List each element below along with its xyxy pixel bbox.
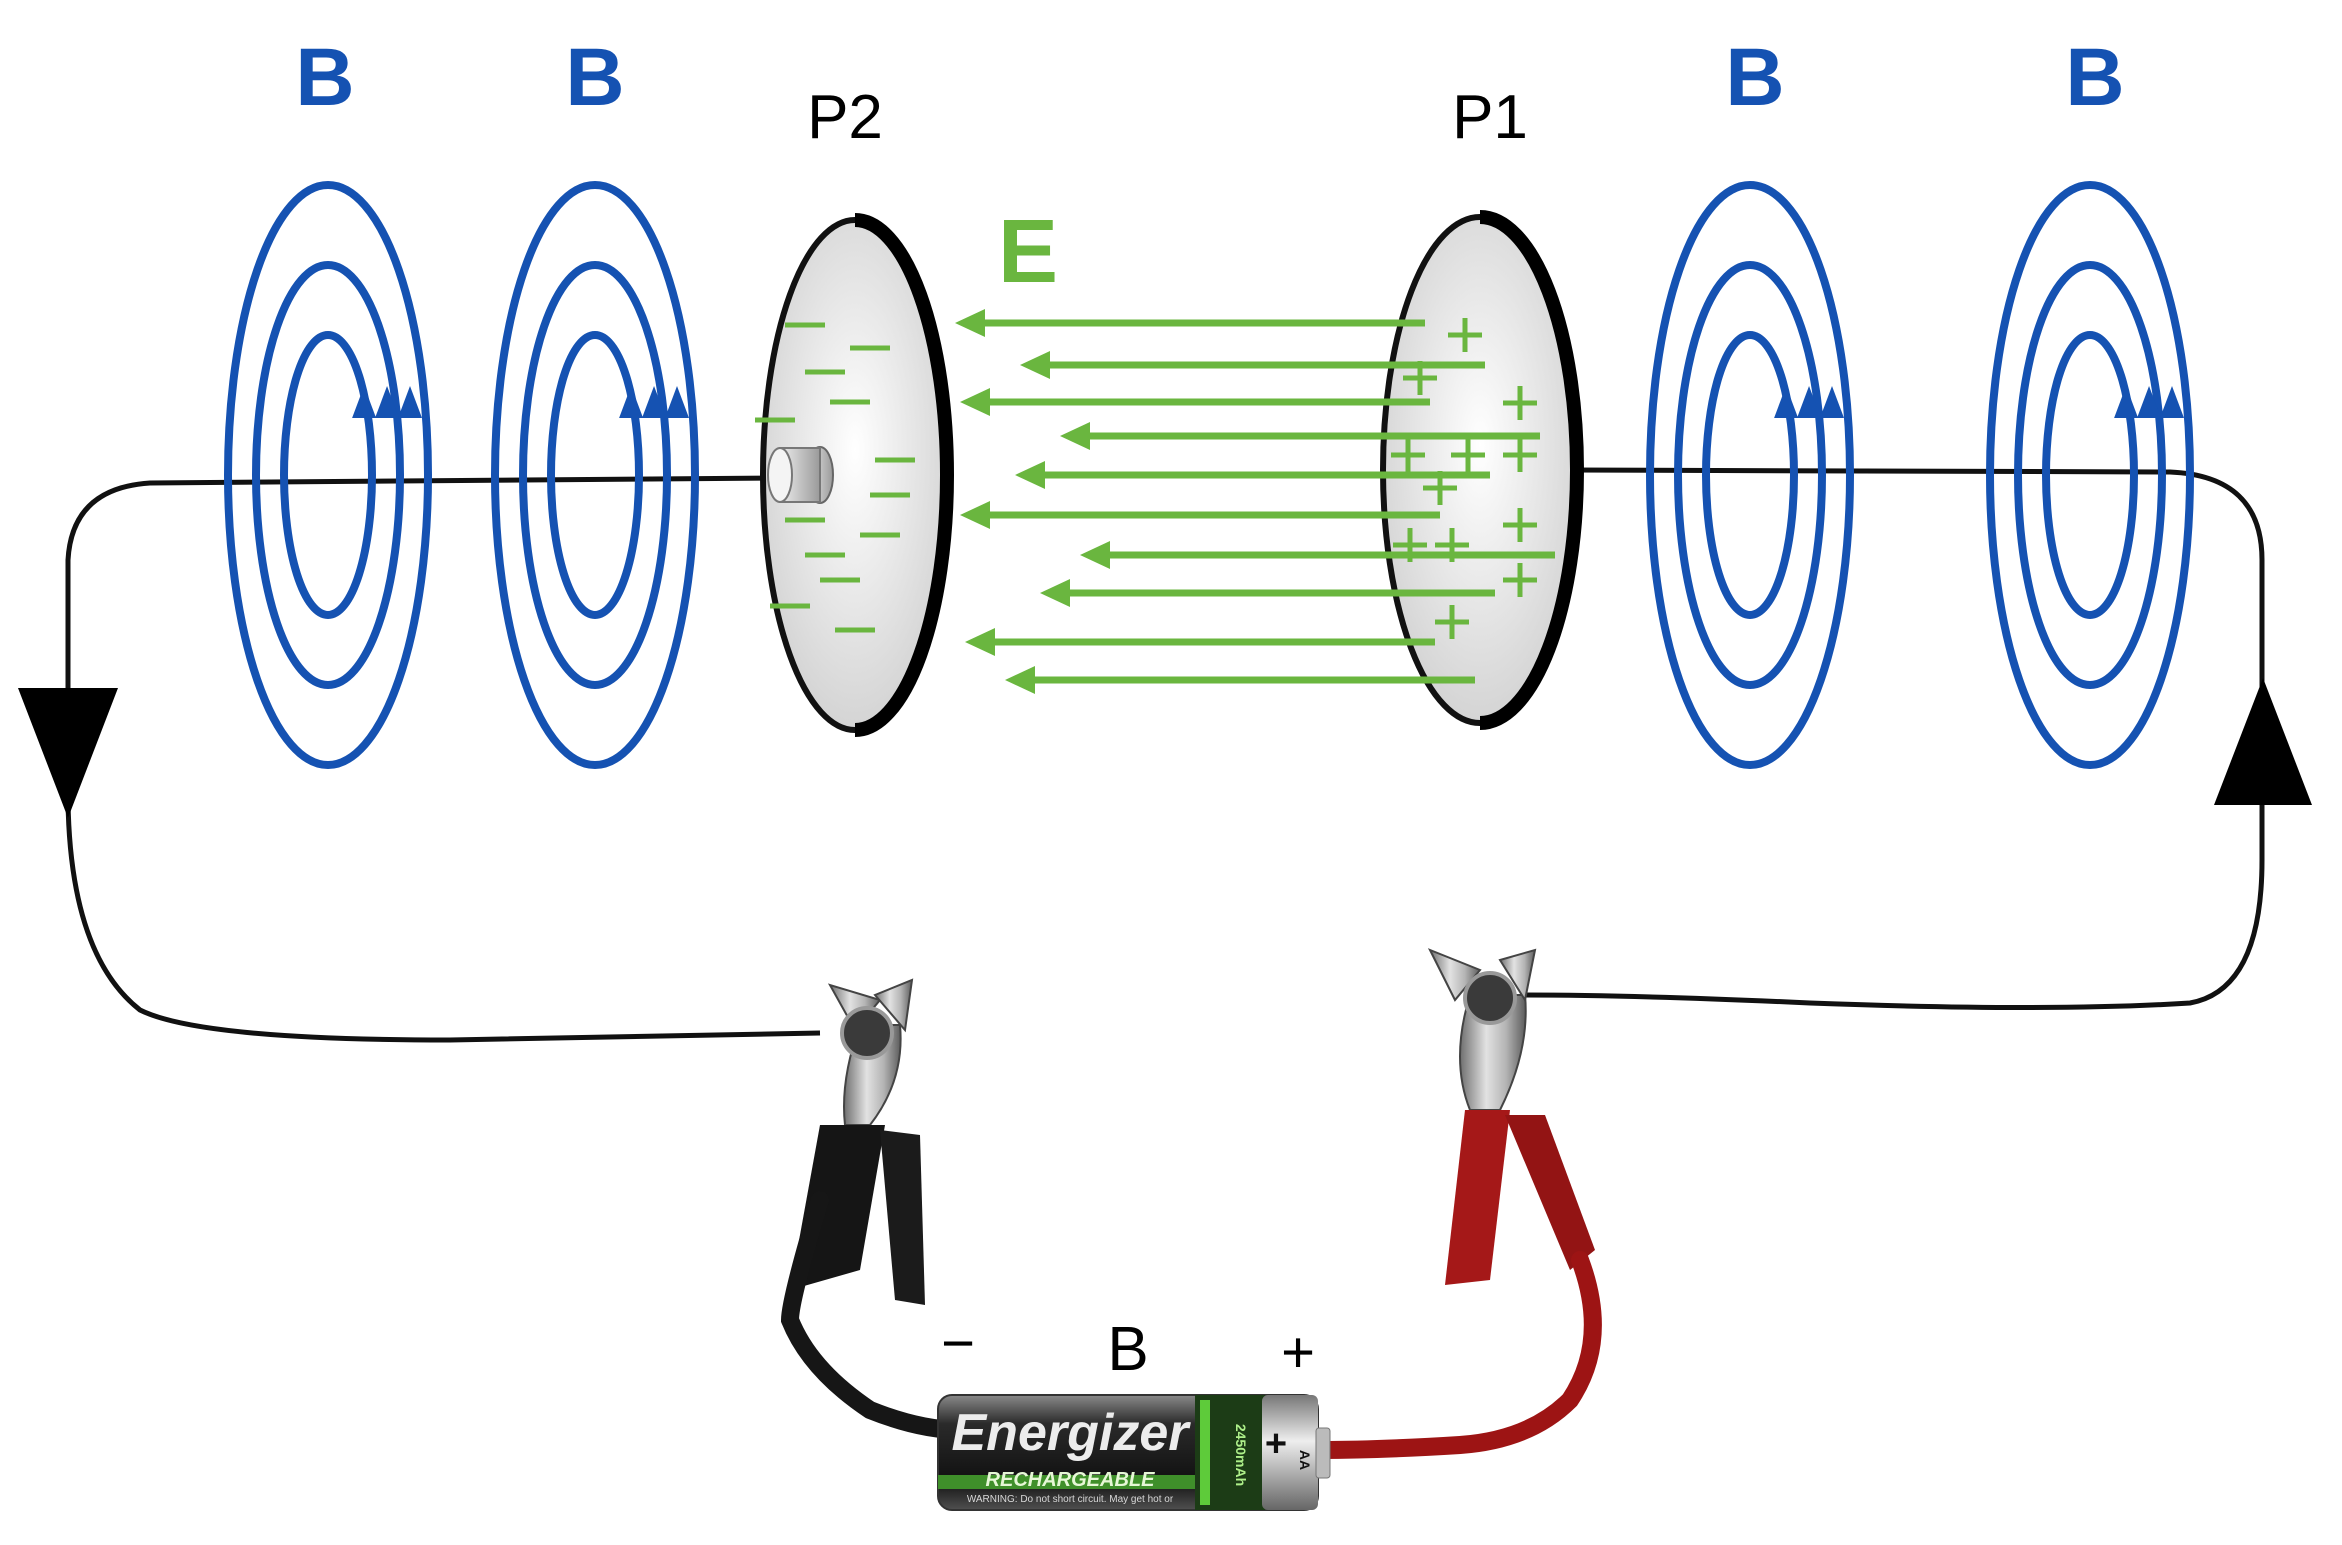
b-loop-ring bbox=[2018, 265, 2162, 685]
e-field-arrowhead-icon bbox=[1060, 422, 1090, 450]
battery-brand: Energizer bbox=[952, 1404, 1192, 1462]
battery-warning: WARNING: Do not short circuit. May get h… bbox=[967, 1494, 1174, 1505]
e-field-arrowhead-icon bbox=[960, 388, 990, 416]
battery-size: AA bbox=[1297, 1450, 1313, 1470]
battery-capacity: 2450mAh bbox=[1233, 1424, 1249, 1486]
b-loop-group-2 bbox=[495, 185, 695, 765]
e-field-label: E bbox=[998, 202, 1058, 302]
b-label-3: B bbox=[1725, 32, 1784, 123]
b-loop-group-4 bbox=[1990, 185, 2190, 765]
b-loop-ring bbox=[523, 265, 667, 685]
battery-minus-label: − bbox=[941, 1311, 975, 1376]
b-loop-arrow-icon bbox=[2160, 386, 2184, 418]
wire-left-to-plate bbox=[68, 478, 820, 1040]
current-arrow-down-icon bbox=[18, 688, 118, 818]
capacitor-plate-p2 bbox=[763, 220, 947, 730]
e-field-arrowhead-icon bbox=[1005, 666, 1035, 694]
plate-p2-label: P2 bbox=[807, 83, 883, 152]
e-field-arrowhead-icon bbox=[1015, 461, 1045, 489]
e-field-arrowhead-icon bbox=[965, 628, 995, 656]
b-field-labels: B B B B bbox=[295, 32, 2124, 123]
e-field-arrowhead-icon bbox=[960, 501, 990, 529]
plate-p1-label: P1 bbox=[1452, 83, 1528, 152]
b-loop-arrow-icon bbox=[1774, 386, 1798, 418]
b-loop-arrow-icon bbox=[352, 386, 376, 418]
battery-plus-label: + bbox=[1281, 1320, 1315, 1385]
capacitor-plate-p1 bbox=[1383, 217, 1577, 723]
battery-type: RECHARGEABLE bbox=[986, 1469, 1156, 1491]
b-label-4: B bbox=[2065, 32, 2124, 123]
b-loop-ring bbox=[2046, 335, 2134, 615]
battery-cap-plus: + bbox=[1265, 1423, 1287, 1465]
e-field-arrowhead-icon bbox=[955, 309, 985, 337]
b-loop-ring bbox=[551, 335, 639, 615]
b-loop-group-3 bbox=[1650, 185, 1850, 765]
b-loop-arrow-icon bbox=[665, 386, 689, 418]
b-loop-ring bbox=[284, 335, 372, 615]
e-field-arrowhead-icon bbox=[1080, 541, 1110, 569]
b-label-2: B bbox=[565, 32, 624, 123]
b-loop-arrow-icon bbox=[619, 386, 643, 418]
b-loop-arrow-icon bbox=[2114, 386, 2138, 418]
battery: Energizer RECHARGEABLE WARNING: Do not s… bbox=[938, 1395, 1330, 1510]
b-loop-ring bbox=[1678, 265, 1822, 685]
battery-b-label: B bbox=[1107, 1315, 1148, 1384]
e-field-arrowhead-icon bbox=[1020, 351, 1050, 379]
red-clip bbox=[1320, 950, 1595, 1450]
wire-right-from-plate bbox=[1520, 470, 2262, 1008]
b-loop-ring bbox=[1706, 335, 1794, 615]
b-loop-group-1 bbox=[228, 185, 428, 765]
b-loop-ring bbox=[256, 265, 400, 685]
b-label-1: B bbox=[295, 32, 354, 123]
current-arrow-up-icon bbox=[2214, 678, 2312, 805]
b-loop-arrow-icon bbox=[398, 386, 422, 418]
black-clip bbox=[790, 980, 960, 1430]
e-field-arrowhead-icon bbox=[1040, 579, 1070, 607]
b-loop-arrow-icon bbox=[1820, 386, 1844, 418]
